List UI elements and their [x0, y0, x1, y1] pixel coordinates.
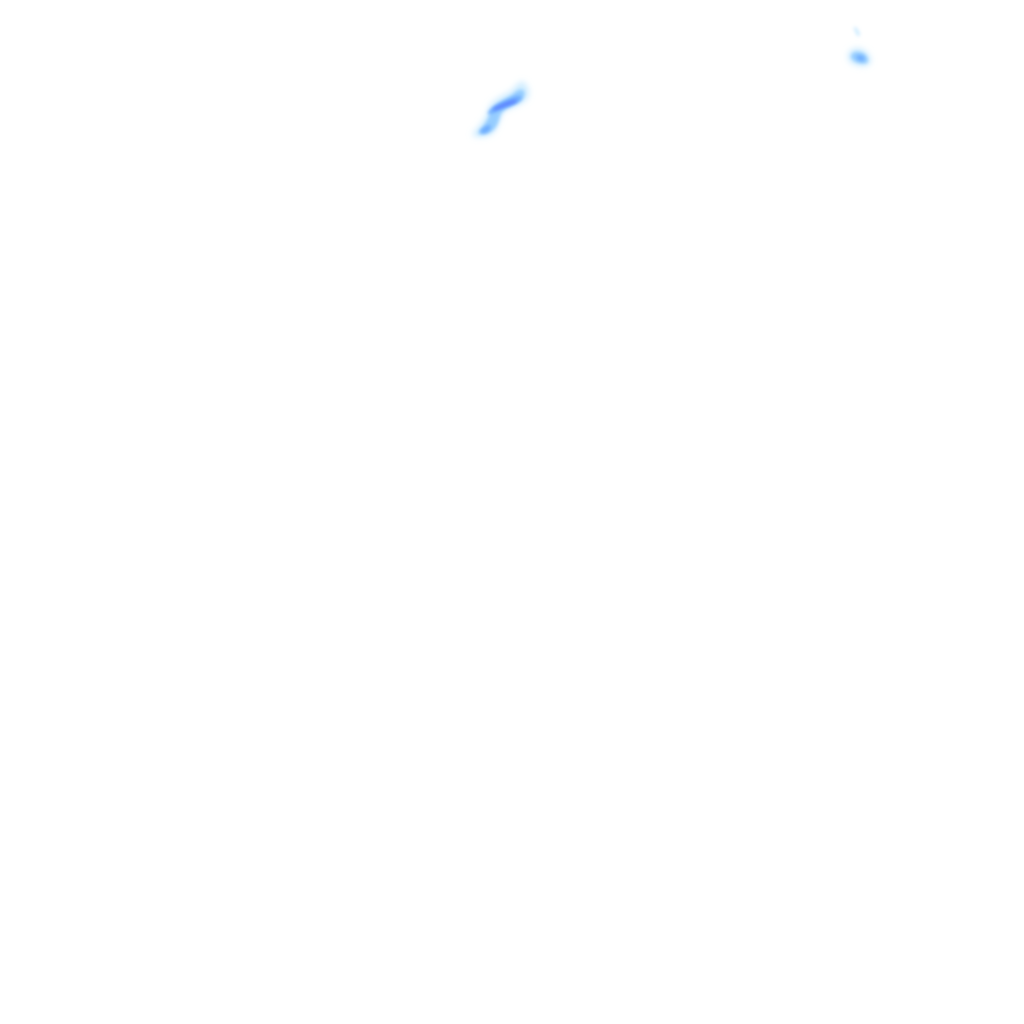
precip-echo-northeast: [847, 48, 871, 67]
precip-echo-central-north: [472, 81, 530, 138]
precip-echo-speck: [853, 26, 860, 37]
echo-level-4: [492, 99, 517, 111]
echo-level-3: [856, 55, 865, 61]
echo-level-3-south: [480, 125, 491, 134]
echo-level-1: [853, 26, 860, 37]
